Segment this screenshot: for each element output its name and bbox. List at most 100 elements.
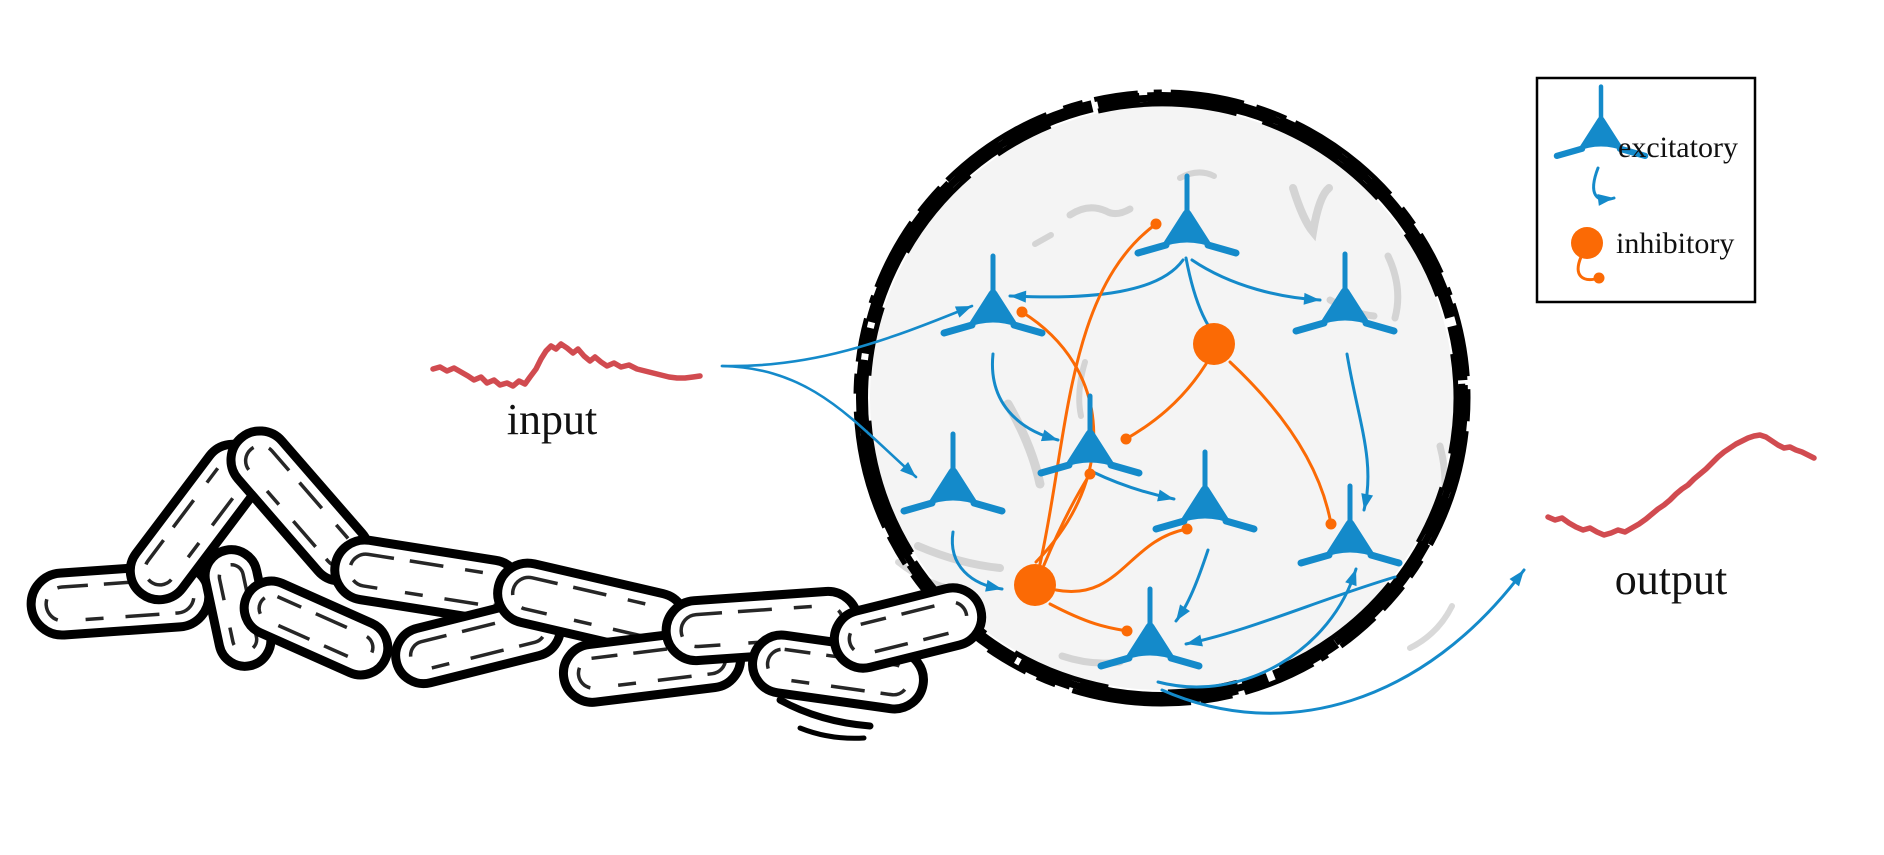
pencil-smudge [1076, 359, 1088, 419]
inhibitory-synapse-dot [1084, 468, 1096, 480]
legend-border [1535, 76, 1757, 304]
inhibitory-synapse-dot [1121, 625, 1133, 637]
input-signal-trace [430, 341, 703, 389]
signal-traces [430, 341, 1817, 538]
excitatory-neuron [1152, 449, 1258, 533]
pencil-smudge [1003, 399, 1045, 489]
chain-link-detail [847, 600, 969, 656]
excitatory-arrowhead [1010, 290, 1027, 303]
neuron-soma [1160, 209, 1214, 248]
input-label: input [507, 395, 597, 444]
pencil-smudge [1289, 184, 1333, 242]
inhibitory-synapse-dot [1150, 218, 1162, 230]
chain-drawing [26, 426, 987, 741]
input-connection [720, 304, 974, 368]
labels: input output [507, 395, 1727, 604]
basal-dendrite-right [1616, 145, 1649, 160]
basal-dendrite-right [1222, 517, 1258, 533]
excitatory-neuron [1553, 84, 1649, 160]
legend-inhibitory-neuron [1571, 227, 1603, 259]
basal-dendrite-left [1134, 241, 1170, 257]
basal-dendrite-left [900, 499, 936, 515]
basal-dendrite-right [1367, 551, 1403, 567]
excitatory-neuron [1097, 586, 1203, 670]
basal-dendrite-left [1037, 461, 1073, 477]
ink-scribble [776, 696, 874, 730]
inh-connection [1042, 472, 1092, 567]
basal-dendrite-right [970, 499, 1006, 515]
legend-box: excitatory inhibitory [1535, 76, 1757, 304]
exc-connection [1156, 567, 1358, 689]
neuron-soma [1123, 622, 1177, 661]
neuron-soma [926, 467, 980, 506]
inhibitory-neuron [1193, 323, 1235, 365]
excitatory-arrowhead [1176, 604, 1190, 621]
excitatory-arrowhead [1597, 193, 1614, 206]
exc-connection [1345, 352, 1370, 512]
basal-dendrite-right [1107, 461, 1143, 477]
excitatory-arrowhead [1361, 493, 1374, 510]
ball-sketch-ring [865, 101, 1459, 695]
legend-icons [1553, 84, 1649, 284]
reservoir-ball [853, 89, 1471, 707]
ball-sketch-ring [853, 89, 1471, 707]
basal-dendrite-right [1167, 654, 1203, 670]
basal-dendrite-left [1553, 145, 1586, 160]
excitatory-arrowhead [900, 461, 916, 477]
neuron-soma [1178, 485, 1232, 524]
chain-link [829, 583, 987, 673]
excitatory-arrowhead [1509, 570, 1524, 587]
excitatory-neuron [900, 431, 1006, 515]
chain-link-outline [239, 576, 393, 680]
basal-dendrite-left [940, 321, 976, 337]
excitatory-arrowhead [1157, 489, 1174, 502]
exc-connection [1184, 575, 1397, 646]
chain-link-detail [243, 443, 357, 569]
inh-connection [1020, 310, 1096, 564]
chain-link-detail [257, 593, 375, 663]
inh-connection [1228, 360, 1333, 526]
neuron-soma [966, 289, 1020, 328]
neuron-soma [1318, 287, 1372, 326]
chain-link-detail [44, 577, 196, 623]
neuron-soma [1323, 519, 1377, 558]
excitatory-neuron [940, 253, 1046, 337]
ball-interior [870, 106, 1454, 690]
basal-dendrite-left [1297, 551, 1333, 567]
pencil-smudge [1407, 603, 1455, 651]
pencil-smudge [914, 542, 1004, 572]
legend-excitatory-label: excitatory [1618, 131, 1738, 164]
inhibitory-synapse-dot [1593, 272, 1605, 284]
inhibitory-synapse-dot [1325, 518, 1337, 530]
pencil-smudge [1177, 169, 1217, 181]
legend-inhibitory-label: inhibitory [1616, 227, 1734, 260]
inh-connection [1124, 362, 1208, 441]
output-signal-trace [1545, 432, 1817, 538]
exc-connection [1008, 258, 1185, 299]
input-connection [720, 364, 918, 479]
basal-dendrite-right [1362, 319, 1398, 335]
chain-link [239, 576, 393, 680]
basal-dendrite-right [1010, 321, 1046, 337]
excitatory-arrowhead [985, 579, 1002, 592]
excitatory-neuron [1037, 393, 1143, 477]
excitatory-neuron [1297, 483, 1403, 567]
inh-connection [1054, 527, 1189, 593]
pencil-smudge [1384, 252, 1402, 322]
excitatory-arrowhead [1186, 634, 1203, 647]
pencil-smudge [1066, 204, 1134, 219]
excitatory-arrowhead [1345, 569, 1357, 587]
basal-dendrite-left [1292, 319, 1328, 335]
excitatory-arrowhead [1303, 292, 1320, 305]
ink-scribble [797, 725, 867, 741]
inhibitory-synapse-dot [1181, 523, 1193, 535]
inhibitory-synapse-dot [1120, 433, 1132, 445]
inh-connection [1038, 222, 1158, 566]
neuron-soma [1063, 429, 1117, 468]
chain-link-outline [829, 583, 987, 673]
neuron-soma [1576, 116, 1626, 152]
output-label: output [1615, 555, 1727, 604]
neurons [900, 173, 1403, 670]
